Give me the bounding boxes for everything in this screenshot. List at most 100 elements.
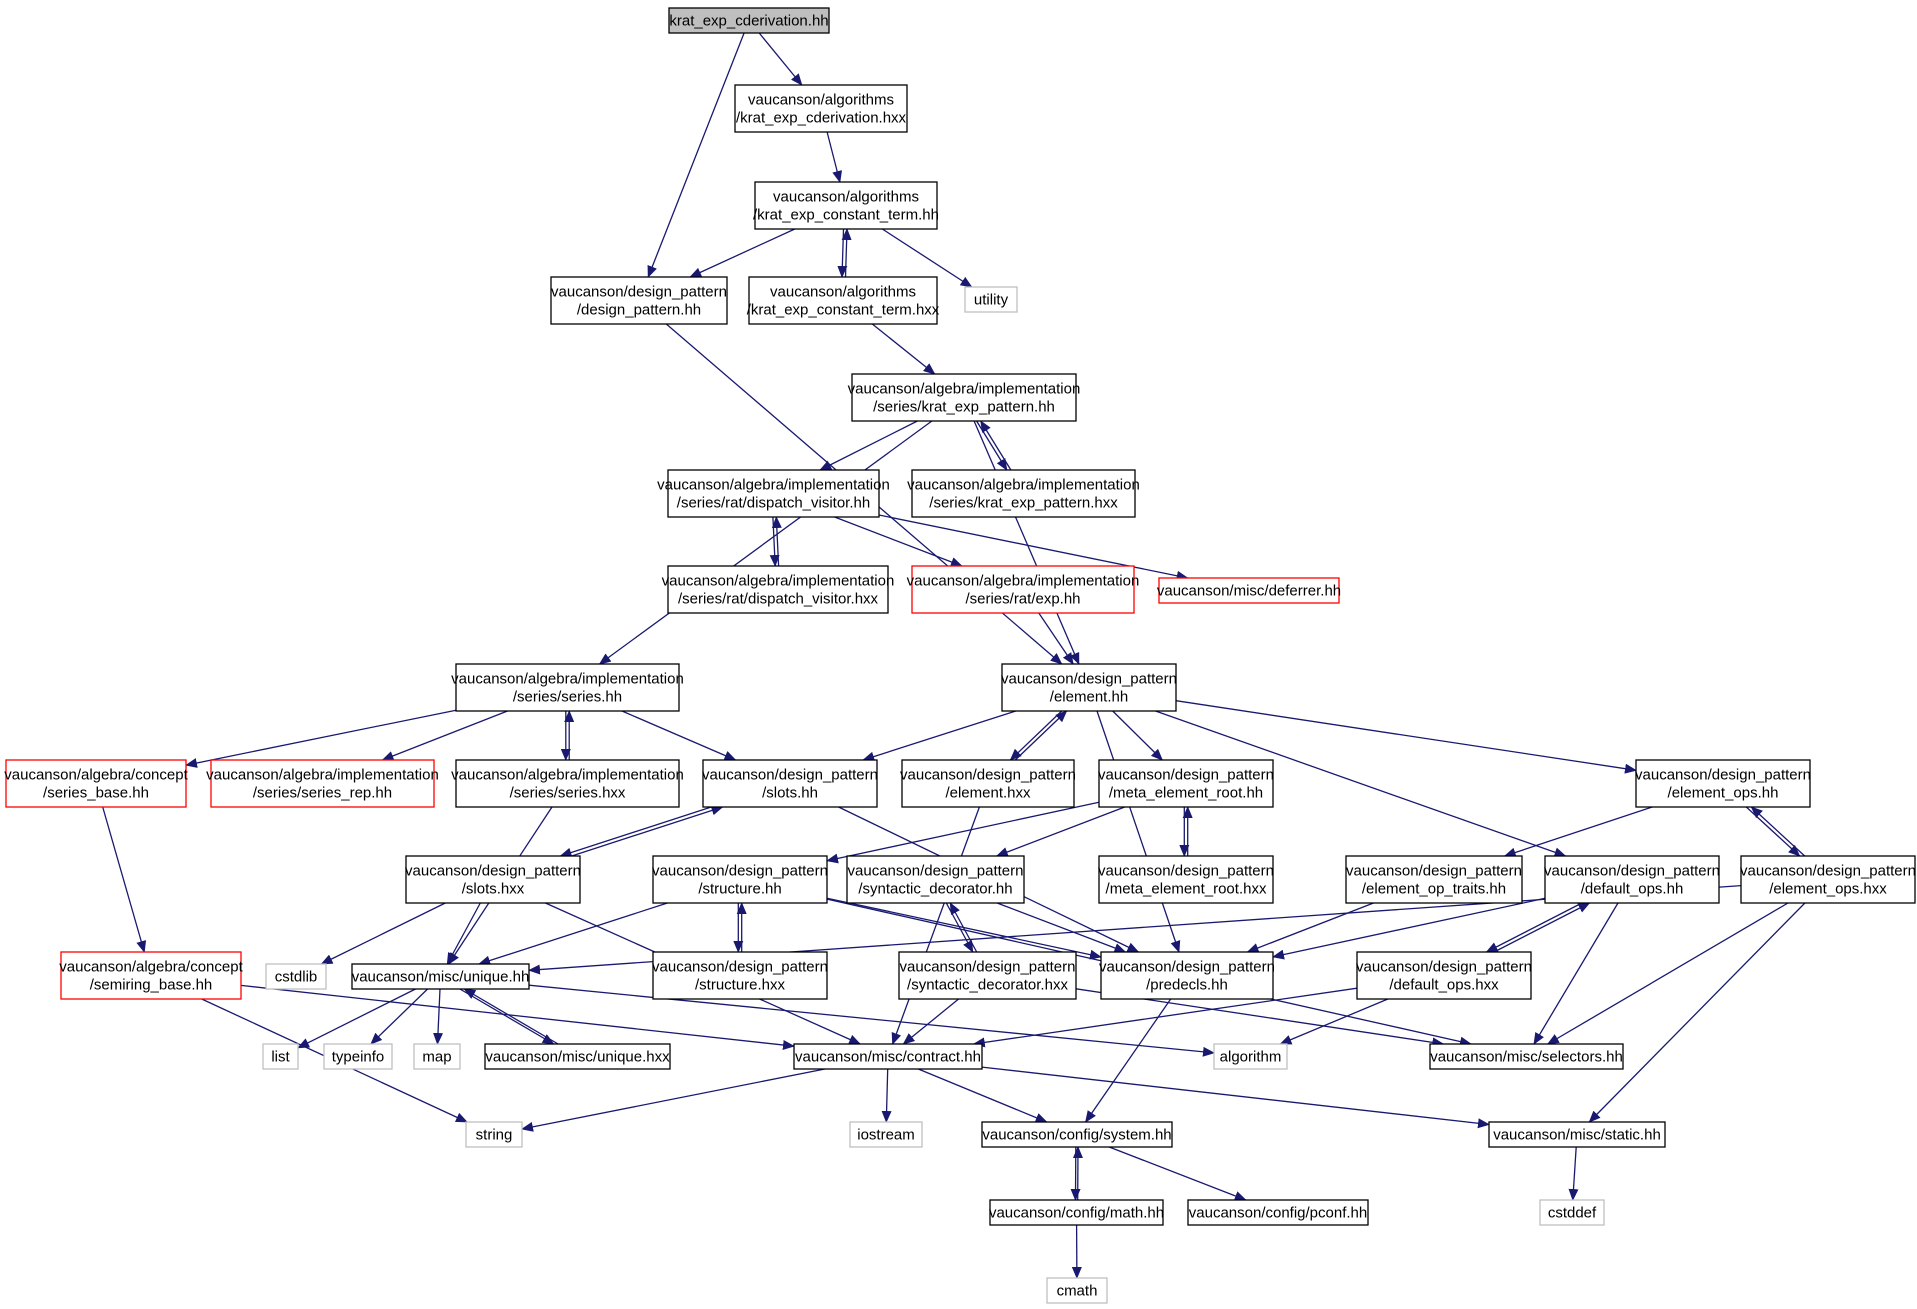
node-meta-element-root-hxx[interactable]: vaucanson/design_pattern/meta_element_ro… <box>1098 855 1274 904</box>
node-label: vaucanson/algorithms <box>748 92 894 109</box>
node-krat-exp-pattern-hxx[interactable]: vaucanson/algebra/implementation/series/… <box>907 469 1140 518</box>
node-label: vaucanson/design_pattern <box>900 959 1076 976</box>
node-label: /structure.hh <box>698 881 781 898</box>
node-box <box>652 855 828 904</box>
node-typeinfo: typeinfo <box>323 1043 393 1070</box>
node-box <box>262 1043 299 1070</box>
node-element-hxx[interactable]: vaucanson/design_pattern/element.hxx <box>900 759 1076 808</box>
edge-slots_hh-to-slots_hxx <box>559 806 712 858</box>
node-predecls-hh[interactable]: vaucanson/design_pattern/predecls.hh <box>1099 951 1275 1000</box>
node-label: /slots.hxx <box>462 881 525 898</box>
node-box <box>5 759 187 808</box>
edge-algorithms_krat_exp_constant_term_hh-to-algorithms_krat_exp_constant_term_hxx <box>837 228 848 278</box>
edge-rat_exp_hh-to-element_hh <box>1038 612 1074 665</box>
node-series-hh[interactable]: vaucanson/algebra/implementation/series/… <box>451 663 684 712</box>
node-default-ops-hh[interactable]: vaucanson/design_pattern/default_ops.hh <box>1544 855 1720 904</box>
node-algorithms-krat-exp-constant-term-hxx[interactable]: vaucanson/algorithms/krat_exp_constant_t… <box>747 276 940 325</box>
node-box <box>1345 855 1523 904</box>
node-label: vaucanson/algorithms <box>770 284 916 301</box>
node-deferrer-hh[interactable]: vaucanson/misc/deferrer.hh <box>1157 577 1341 604</box>
edge-element_ops_hh-to-element_op_traits_hh <box>1503 806 1653 858</box>
edge-element_ops_hh-to-element_ops_hxx <box>1745 806 1801 857</box>
node-static-hh[interactable]: vaucanson/misc/static.hh <box>1488 1121 1666 1148</box>
node-box <box>1098 855 1274 904</box>
node-slots-hxx[interactable]: vaucanson/design_pattern/slots.hxx <box>405 855 581 904</box>
edge-line <box>980 420 1012 471</box>
edge-line <box>973 420 1080 665</box>
node-box <box>1544 855 1720 904</box>
node-series-rep-hh[interactable]: vaucanson/algebra/implementation/series/… <box>206 759 439 808</box>
node-syntactic-decorator-hxx[interactable]: vaucanson/design_pattern/syntactic_decor… <box>898 951 1077 1000</box>
node-iostream: iostream <box>849 1121 923 1148</box>
node-label: vaucanson/misc/unique.hxx <box>485 1049 670 1066</box>
node-design-pattern-hh[interactable]: vaucanson/design_pattern/design_pattern.… <box>550 276 728 325</box>
node-meta-element-root-hh[interactable]: vaucanson/design_pattern/meta_element_ro… <box>1098 759 1274 808</box>
node-unique-hxx[interactable]: vaucanson/misc/unique.hxx <box>484 1043 671 1070</box>
node-dispatch-visitor-hh[interactable]: vaucanson/algebra/implementation/series/… <box>657 469 890 518</box>
edge-line <box>819 420 918 471</box>
node-syntactic-decorator-hh[interactable]: vaucanson/design_pattern/syntactic_decor… <box>846 855 1025 904</box>
edge-system_hh-to-pconf_hh <box>1108 1146 1247 1201</box>
node-box <box>754 181 938 230</box>
edge-krat_exp_pattern_hh-to-dispatch_visitor_hh <box>819 420 918 471</box>
node-krat-exp-pattern-hh[interactable]: vaucanson/algebra/implementation/series/… <box>848 373 1081 422</box>
node-cmath: cmath <box>1046 1277 1108 1304</box>
node-label: vaucanson/design_pattern <box>1098 767 1274 784</box>
node-label: vaucanson/config/pconf.hh <box>1189 1205 1367 1222</box>
node-label: /default_ops.hh <box>1581 881 1684 898</box>
node-pconf-hh[interactable]: vaucanson/config/pconf.hh <box>1187 1199 1369 1226</box>
edge-line <box>1485 902 1583 953</box>
edge-element_hh-to-element_ops_hh <box>1175 700 1637 774</box>
node-dispatch-visitor-hxx[interactable]: vaucanson/algebra/implementation/series/… <box>662 565 895 614</box>
node-label: /default_ops.hxx <box>1389 977 1499 994</box>
node-box <box>901 759 1075 808</box>
edge-line <box>320 902 446 965</box>
node-box <box>265 963 327 990</box>
node-structure-hxx[interactable]: vaucanson/design_pattern/structure.hxx <box>652 951 828 1000</box>
edge-line <box>996 902 1127 953</box>
node-label: vaucanson/design_pattern <box>652 863 828 880</box>
edge-series_hh-to-slots_hh <box>621 710 737 761</box>
node-element-op-traits-hh[interactable]: vaucanson/design_pattern/element_op_trai… <box>1345 855 1523 904</box>
node-selectors-hh[interactable]: vaucanson/misc/selectors.hh <box>1429 1043 1624 1070</box>
node-element-ops-hh[interactable]: vaucanson/design_pattern/element_ops.hh <box>1635 759 1811 808</box>
node-box <box>1429 1043 1624 1070</box>
edge-default_ops_hh-to-predecls_hh <box>1272 897 1546 960</box>
edge-line <box>1175 700 1637 774</box>
node-series-base-hh[interactable]: vaucanson/algebra/concept/series_base.hh <box>4 759 189 808</box>
node-label: vaucanson/misc/unique.hh <box>352 969 530 986</box>
edge-dispatch_visitor_hh-to-dispatch_visitor_hxx <box>769 516 780 567</box>
node-default-ops-hxx[interactable]: vaucanson/design_pattern/default_ops.hxx <box>1356 951 1532 1000</box>
edge-line <box>478 902 668 966</box>
node-algorithms-krat-exp-cderivation-hxx[interactable]: vaucanson/algorithms/krat_exp_cderivatio… <box>734 84 908 133</box>
node-algorithms-krat-exp-constant-term-hh[interactable]: vaucanson/algorithms/krat_exp_constant_t… <box>753 181 939 230</box>
edge-series_base_hh-to-semiring_base_hh <box>102 806 147 953</box>
node-label: vaucanson/algebra/implementation <box>907 573 1140 590</box>
edge-line <box>571 805 724 857</box>
edge-line <box>433 988 444 1045</box>
node-element-ops-hxx[interactable]: vaucanson/design_pattern/element_ops.hxx <box>1740 855 1916 904</box>
node-contract-hh[interactable]: vaucanson/misc/contract.hh <box>793 1043 983 1070</box>
node-label: /krat_exp_constant_term.hh <box>753 207 939 224</box>
node-rat-exp-hh[interactable]: vaucanson/algebra/implementation/series/… <box>907 565 1140 614</box>
node-label: vaucanson/algebra/implementation <box>662 573 895 590</box>
nodes-layer: krat_exp_cderivation.hh vaucanson/algorit… <box>4 7 1916 1304</box>
node-series-hxx[interactable]: vaucanson/algebra/implementation/series/… <box>451 759 684 808</box>
node-semiring-base-hh[interactable]: vaucanson/algebra/concept/semiring_base.… <box>59 951 244 1000</box>
node-unique-hh[interactable]: vaucanson/misc/unique.hh <box>351 963 530 990</box>
node-slots-hh[interactable]: vaucanson/design_pattern/slots.hh <box>702 759 878 808</box>
node-math-hh[interactable]: vaucanson/config/math.hh <box>989 1199 1164 1226</box>
node-box <box>1046 1277 1108 1304</box>
node-structure-hh[interactable]: vaucanson/design_pattern/structure.hh <box>652 855 828 904</box>
edge-line <box>871 323 936 375</box>
node-label: vaucanson/algebra/implementation <box>657 477 890 494</box>
edge-predecls_hh-to-system_hh <box>1085 998 1172 1123</box>
node-krat-exp-cderivation-hh[interactable]: krat_exp_cderivation.hh <box>668 7 830 34</box>
node-label: cmath <box>1057 1283 1098 1300</box>
node-label: vaucanson/algebra/implementation <box>907 477 1140 494</box>
node-system-hh[interactable]: vaucanson/config/system.hh <box>981 1121 1173 1148</box>
node-box <box>748 276 938 325</box>
node-label: /element_ops.hxx <box>1769 881 1887 898</box>
node-element-hh[interactable]: vaucanson/design_pattern/element.hh <box>1001 663 1177 712</box>
edge-line <box>981 1066 1490 1129</box>
